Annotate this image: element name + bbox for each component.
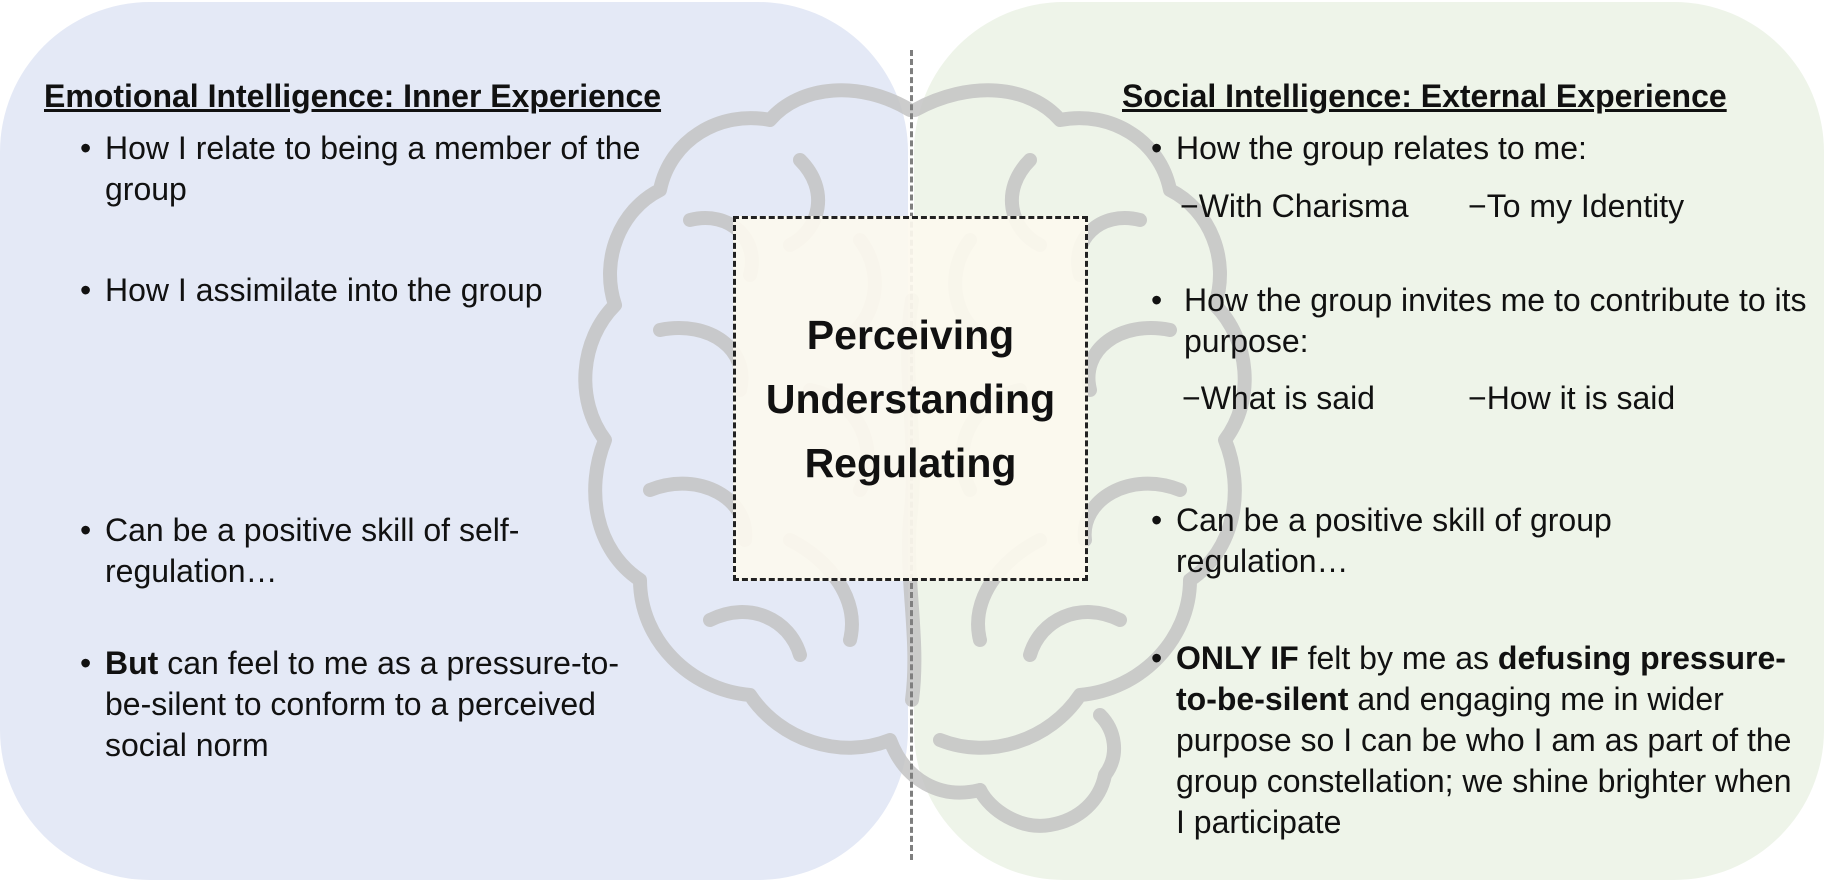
item-text: How I assimilate into the group [105, 272, 543, 308]
center-line-perceiving: Perceiving [806, 311, 1015, 358]
item-text: How the group relates to me: [1176, 130, 1587, 166]
item-bold-but: But [105, 645, 159, 681]
item-text: felt by me as [1298, 640, 1498, 676]
center-line-regulating: Regulating [804, 439, 1017, 486]
right-item-relates: • How the group relates to me: [1151, 128, 1796, 169]
item-bold-only-if: ONLY IF [1176, 640, 1299, 676]
center-box: Perceiving Understanding Regulating [733, 216, 1088, 581]
left-item-positive-skill: • Can be a positive skill of self-regula… [80, 510, 575, 592]
bullet: • [1151, 502, 1163, 538]
bullet: • [1151, 640, 1163, 676]
item-text: Can be a positive skill of group regulat… [1176, 502, 1612, 579]
bullet: • [1151, 282, 1163, 318]
center-line-understanding: Understanding [765, 375, 1056, 422]
right-heading: Social Intelligence: External Experience [1122, 78, 1727, 114]
bullet: • [80, 512, 92, 548]
left-item-relate: • How I relate to being a member of the … [80, 128, 705, 210]
sub-with-charisma: −With Charisma [1180, 188, 1409, 224]
item-text: How the group invites me to contribute t… [1184, 282, 1807, 359]
item-text: How I relate to being a member of the gr… [105, 130, 641, 207]
item-text: and engaging me in wider purpose so I ca… [1176, 681, 1792, 840]
bullet: • [80, 272, 92, 308]
sub-to-my-identity: −To my Identity [1468, 188, 1685, 224]
right-item-invites: • How the group invites me to contribute… [1151, 280, 1809, 362]
bullet: • [80, 130, 92, 166]
left-heading: Emotional Intelligence: Inner Experience [44, 78, 662, 114]
left-item-but: • But can feel to me as a pressure-to-be… [80, 643, 665, 766]
right-item-positive-skill: • Can be a positive skill of group regul… [1151, 500, 1696, 582]
item-text: Can be a positive skill of self-regulati… [105, 512, 520, 589]
bullet: • [80, 645, 92, 681]
item-text: can feel to me as a pressure-to-be-silen… [105, 645, 619, 763]
left-item-assimilate: • How I assimilate into the group [80, 270, 705, 311]
bullet: • [1151, 130, 1163, 166]
sub-what-is-said: −What is said [1182, 380, 1375, 416]
right-item-only-if: • ONLY IF felt by me as defusing pressur… [1151, 638, 1806, 843]
item-bold-defusing: defusing pressure-to-be-silent [1176, 640, 1786, 717]
sub-how-it-is-said: −How it is said [1468, 380, 1676, 416]
